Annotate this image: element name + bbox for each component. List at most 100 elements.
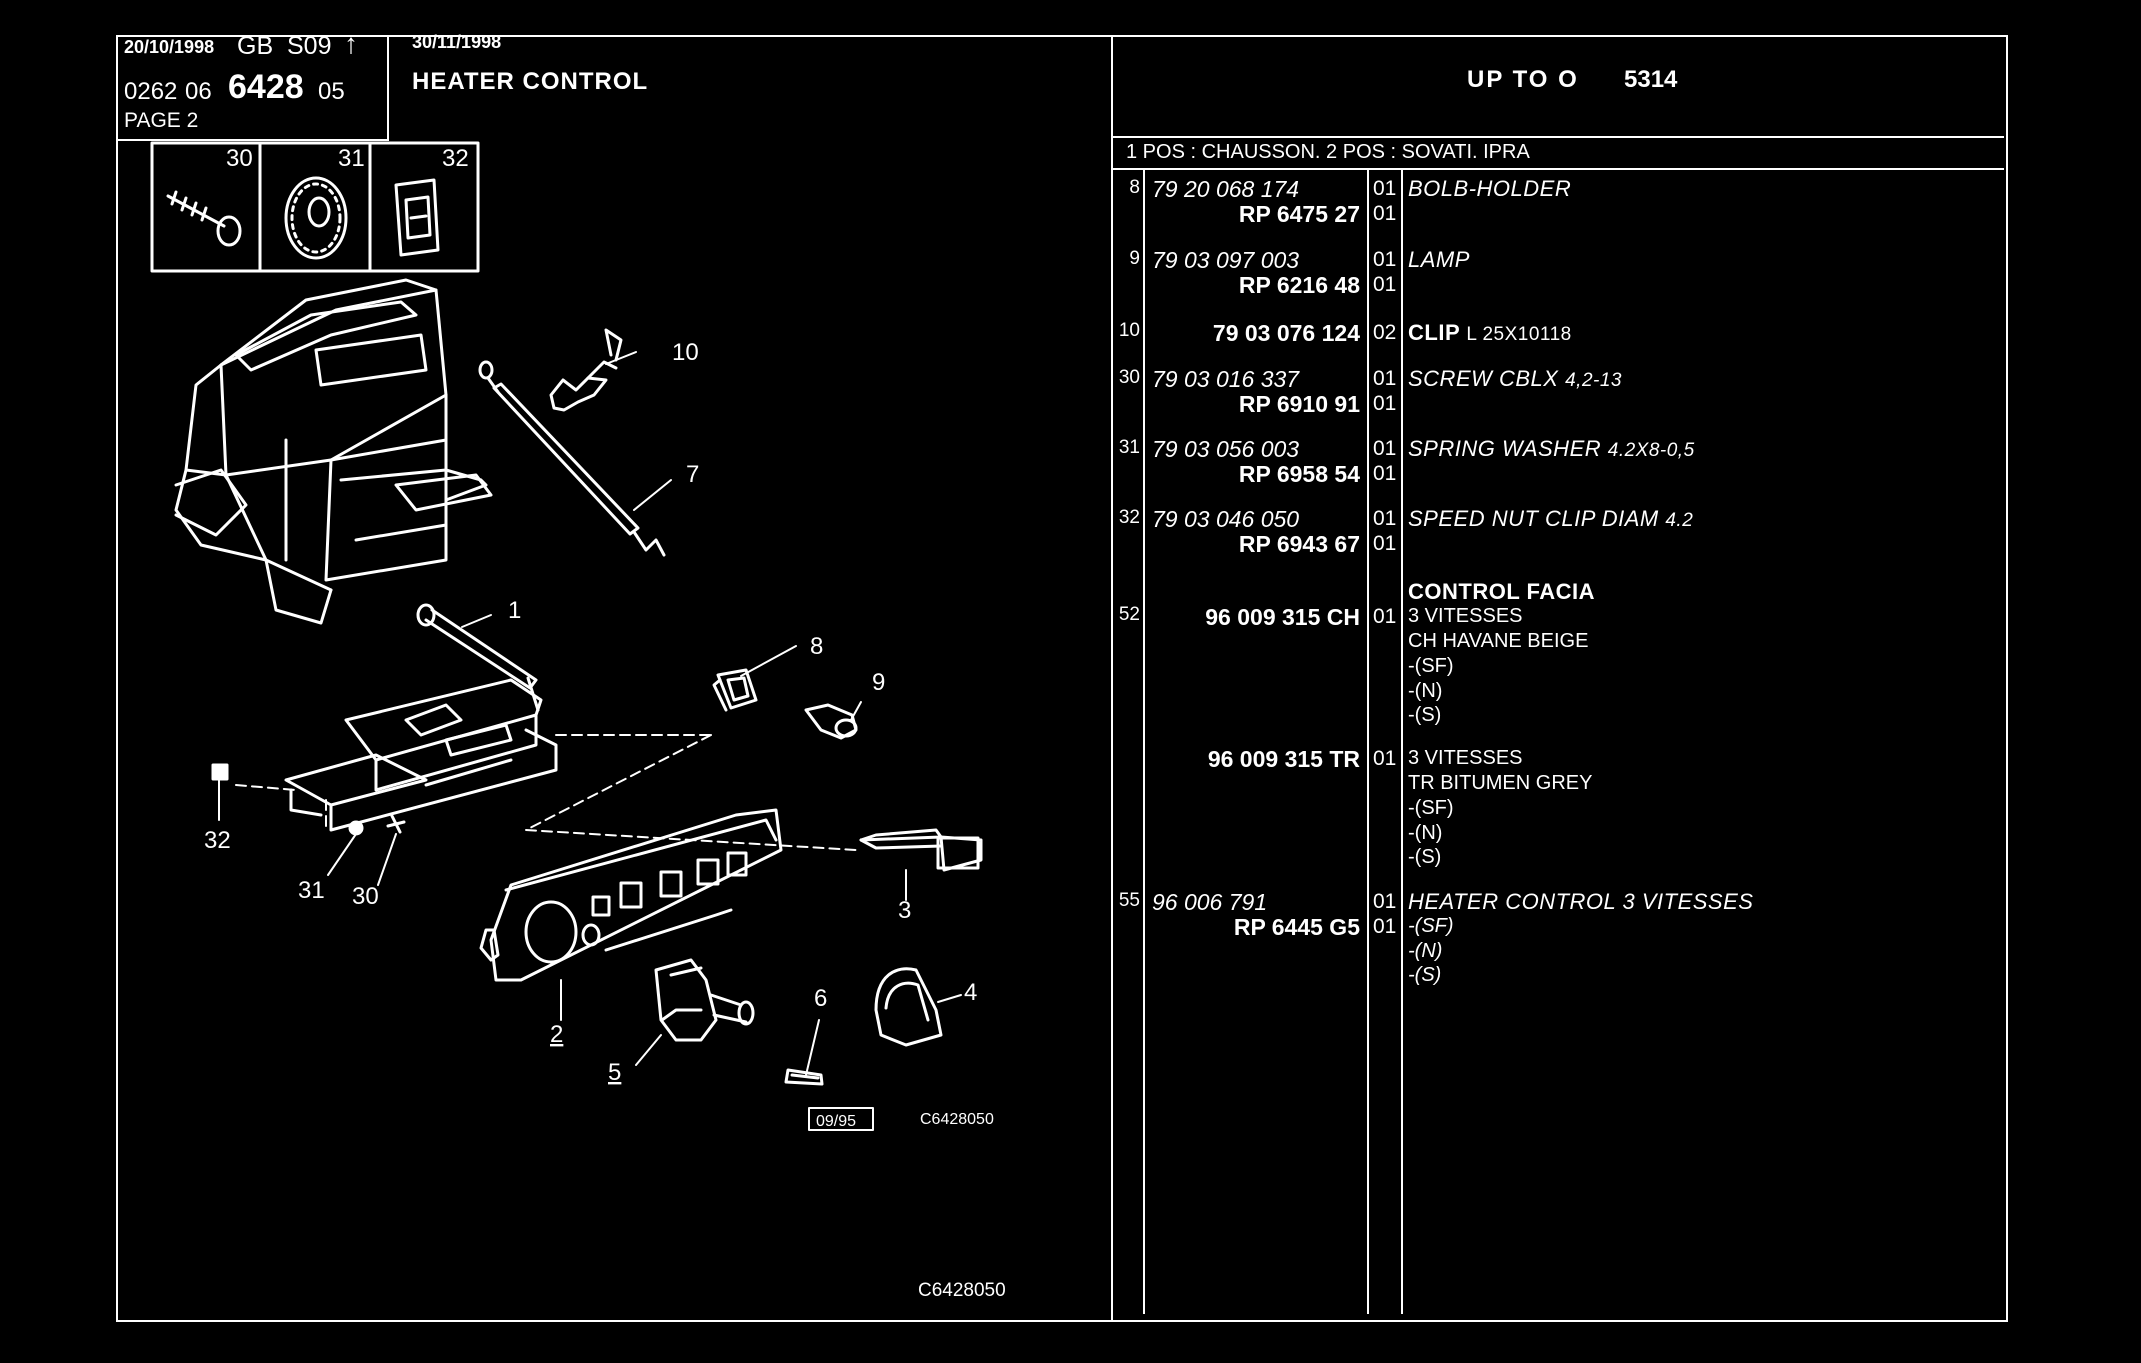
callout-32: 32 [204, 827, 231, 854]
up-to-value: 5314 [1624, 66, 1678, 93]
facia-line: CH HAVANE BEIGE [1408, 630, 1589, 652]
header-section: S09 [287, 32, 332, 60]
part-qty2: 01 [1373, 273, 1397, 296]
part-desc: SCREW CBLX 4,2-13 [1408, 366, 1622, 391]
part-qty1: 01 [1373, 507, 1397, 530]
header-code-c: 05 [318, 78, 345, 105]
facia-line: -(SF) [1408, 797, 1454, 819]
rotary-switch-drawing [654, 958, 755, 1042]
page-frame [116, 35, 2008, 1322]
heater-qty1: 01 [1373, 890, 1397, 913]
part-qty2: 01 [1373, 202, 1397, 225]
hw-label-32: 32 [442, 145, 469, 172]
page-title: HEATER CONTROL [412, 68, 649, 95]
header-region: GB [237, 32, 274, 60]
facia-pos: 52 [1118, 604, 1140, 625]
date-box-text: 09/95 [816, 1113, 856, 1130]
part-ref1: 79 03 097 003 [1152, 247, 1300, 273]
date-box [808, 1107, 874, 1131]
col-line-pos [1143, 168, 1145, 1314]
up-arrow-icon: ↑ [344, 28, 358, 59]
part-qty1: 01 [1373, 177, 1397, 200]
part-ref2: RP 6958 54 [1238, 461, 1360, 487]
facia-line: -(N) [1408, 680, 1443, 702]
facia-line: -(N) [1408, 822, 1443, 844]
part-ref2: RP 6943 67 [1238, 531, 1360, 557]
part-ref1: 79 03 046 050 [1152, 506, 1300, 532]
callout-4: 4 [964, 979, 977, 1006]
part-qty2: 01 [1373, 392, 1397, 415]
part-desc: LAMP [1408, 247, 1470, 272]
header-bottom-left [116, 139, 389, 141]
col-line-ref [1367, 168, 1369, 1314]
positions-note: 1 POS : CHAUSSON. 2 POS : SOVATI. IPRA [1126, 141, 1530, 163]
callout-3: 3 [898, 897, 911, 924]
facia-line: -(S) [1408, 704, 1442, 726]
part-ref1: 79 03 056 003 [1152, 436, 1300, 462]
heater-qty2: 01 [1373, 915, 1397, 938]
part-pos: 9 [1129, 248, 1140, 269]
callout-6: 6 [814, 985, 827, 1012]
part-qty1: 01 [1373, 367, 1397, 390]
knob-drawing [874, 967, 943, 1047]
part-ref2: 79 03 076 124 [1212, 320, 1360, 346]
part-qty1: 01 [1373, 437, 1397, 460]
callout-31: 31 [298, 877, 325, 904]
heater-ref2: RP 6445 G5 [1233, 914, 1360, 940]
part-ref1: 79 03 016 337 [1152, 366, 1300, 392]
control-mechanism-drawing [284, 603, 558, 832]
callout-numbers: 10 7 1 8 9 32 31 30 3 2 5 6 4 [204, 339, 977, 1086]
part-ref2: RP 6910 91 [1238, 391, 1360, 417]
screw-icon [166, 190, 242, 247]
exploded-diagram: 30 31 32 [150, 141, 1006, 1301]
positions-note-bottom [1111, 168, 2004, 170]
hw-label-30: 30 [226, 145, 253, 172]
header-divider-1 [387, 35, 389, 140]
header-page: PAGE 2 [124, 109, 199, 132]
callout-2: 2 [550, 1021, 563, 1048]
part-pos: 8 [1129, 177, 1140, 198]
hardware-inset: 30 31 32 [150, 141, 480, 273]
part-desc: CLIP L 25X10118 [1408, 320, 1572, 345]
cable-drawing [478, 360, 666, 557]
part-pos: 32 [1118, 507, 1140, 528]
heater-line: -(SF) [1408, 915, 1454, 937]
callout-30: 30 [352, 883, 379, 910]
small-clip-drawing [784, 1068, 824, 1086]
callout-5: 5 [608, 1059, 621, 1086]
bulb-holder-drawing [712, 668, 758, 712]
facia-line: 3 VITESSES [1408, 747, 1523, 769]
heater-desc: HEATER CONTROL 3 VITESSES [1408, 889, 1754, 914]
assembly-guide-lines [235, 734, 857, 851]
part-qty1: 02 [1373, 321, 1397, 344]
part-desc: BOLB-HOLDER [1408, 176, 1572, 201]
washer-icon [284, 176, 348, 260]
header-bottom-right [1111, 136, 2004, 138]
up-to-label: UP TO O [1467, 66, 1579, 93]
part-ref1: 79 20 068 174 [1152, 176, 1300, 202]
heater-line: -(S) [1408, 964, 1442, 986]
facia-qty: 01 [1373, 605, 1397, 628]
small-fasteners-drawing [211, 763, 406, 836]
heater-pos: 55 [1118, 890, 1140, 911]
clip-drawing [549, 328, 623, 412]
callout-1: 1 [508, 597, 521, 624]
callout-9: 9 [872, 669, 885, 696]
header-date1: 20/10/1998 [124, 37, 215, 57]
part-qty2: 01 [1373, 532, 1397, 555]
slider-knob-drawing [859, 828, 983, 872]
facia-line: TR BITUMEN GREY [1408, 772, 1593, 794]
heater-line: -(N) [1408, 940, 1443, 962]
facia-line: -(SF) [1408, 655, 1454, 677]
callout-8: 8 [810, 633, 823, 660]
header-date2: 30/11/1998 [412, 32, 502, 52]
part-pos: 31 [1118, 437, 1140, 458]
part-pos: 30 [1118, 367, 1140, 388]
heater-housing-drawing [174, 278, 493, 625]
facia-ref: 96 009 315 CH [1205, 604, 1360, 630]
facia-ref: 96 009 315 TR [1207, 746, 1360, 772]
speed-nut-icon [394, 178, 440, 257]
header-code-main: 6428 [228, 68, 304, 106]
callout-leader-lines [218, 351, 962, 1076]
diagram-ref-small: C6428050 [920, 1111, 994, 1128]
